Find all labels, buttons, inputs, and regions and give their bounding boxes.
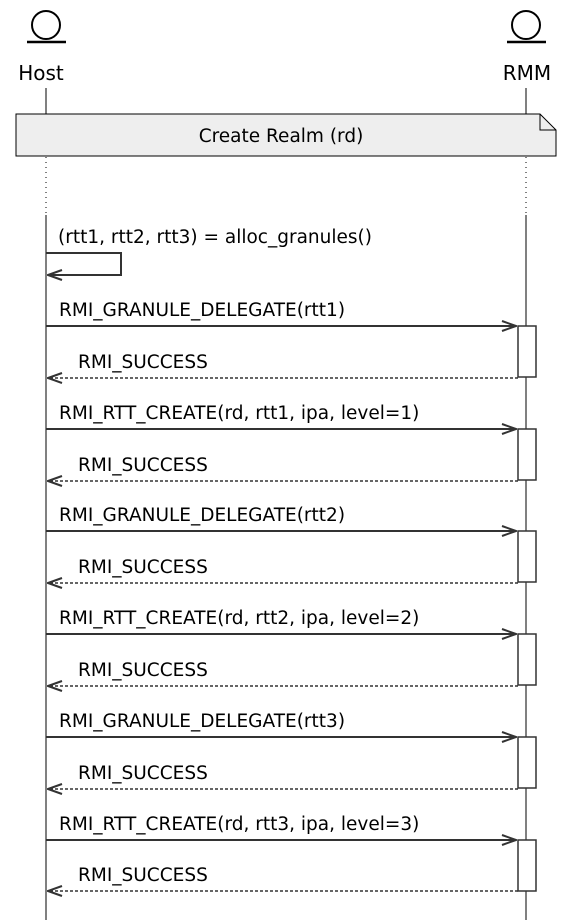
message-return: RMI_SUCCESS: [48, 352, 518, 378]
actor-icon: [511, 10, 541, 40]
message-call: RMI_RTT_CREATE(rd, rtt3, ipa, level=3): [46, 814, 516, 840]
activation-box: [517, 325, 537, 378]
message-call: RMI_GRANULE_DELEGATE(rtt1): [46, 300, 516, 326]
note-create-realm: Create Realm (rd): [15, 113, 557, 157]
message-call: RMI_RTT_CREATE(rd, rtt1, ipa, level=1): [46, 403, 516, 429]
participant-label: Host: [18, 61, 64, 85]
message-label: RMI_RTT_CREATE(rd, rtt2, ipa, level=2): [59, 608, 419, 629]
self-arrow: [46, 252, 122, 275]
message-return: RMI_SUCCESS: [48, 660, 518, 686]
message-label: RMI_SUCCESS: [78, 865, 208, 886]
message-call: RMI_RTT_CREATE(rd, rtt2, ipa, level=2): [46, 608, 516, 634]
message-call: RMI_GRANULE_DELEGATE(rtt3): [46, 711, 516, 737]
message-return: RMI_SUCCESS: [48, 557, 518, 583]
activation-box: [517, 530, 537, 583]
activation-box: [517, 428, 537, 481]
message-label: RMI_RTT_CREATE(rd, rtt3, ipa, level=3): [59, 814, 419, 835]
message-self-call: (rtt1, rtt2, rtt3) = alloc_granules(): [46, 227, 372, 275]
activation-box: [517, 736, 537, 789]
message-label: RMI_SUCCESS: [78, 455, 208, 476]
message-label: RMI_GRANULE_DELEGATE(rtt3): [59, 711, 345, 732]
activation-boxes: [517, 325, 537, 892]
activation-box: [517, 839, 537, 892]
message-label: RMI_SUCCESS: [78, 352, 208, 373]
message-label: RMI_GRANULE_DELEGATE(rtt2): [59, 505, 345, 526]
message-return: RMI_SUCCESS: [48, 455, 518, 481]
participant-label: RMM: [503, 61, 551, 85]
message-label: RMI_RTT_CREATE(rd, rtt1, ipa, level=1): [59, 403, 419, 424]
message-return: RMI_SUCCESS: [48, 763, 518, 789]
participant-rmm: RMM: [503, 10, 551, 85]
note-text: Create Realm (rd): [199, 126, 364, 147]
message-call: RMI_GRANULE_DELEGATE(rtt2): [46, 505, 516, 531]
message-label: RMI_GRANULE_DELEGATE(rtt1): [59, 300, 345, 321]
participant-host: Host: [18, 10, 66, 85]
actor-icon: [31, 10, 61, 40]
message-label: RMI_SUCCESS: [78, 763, 208, 784]
message-return: RMI_SUCCESS: [48, 865, 518, 891]
message-label: (rtt1, rtt2, rtt3) = alloc_granules(): [58, 227, 372, 248]
activation-box: [517, 633, 537, 686]
message-label: RMI_SUCCESS: [78, 557, 208, 578]
message-label: RMI_SUCCESS: [78, 660, 208, 681]
